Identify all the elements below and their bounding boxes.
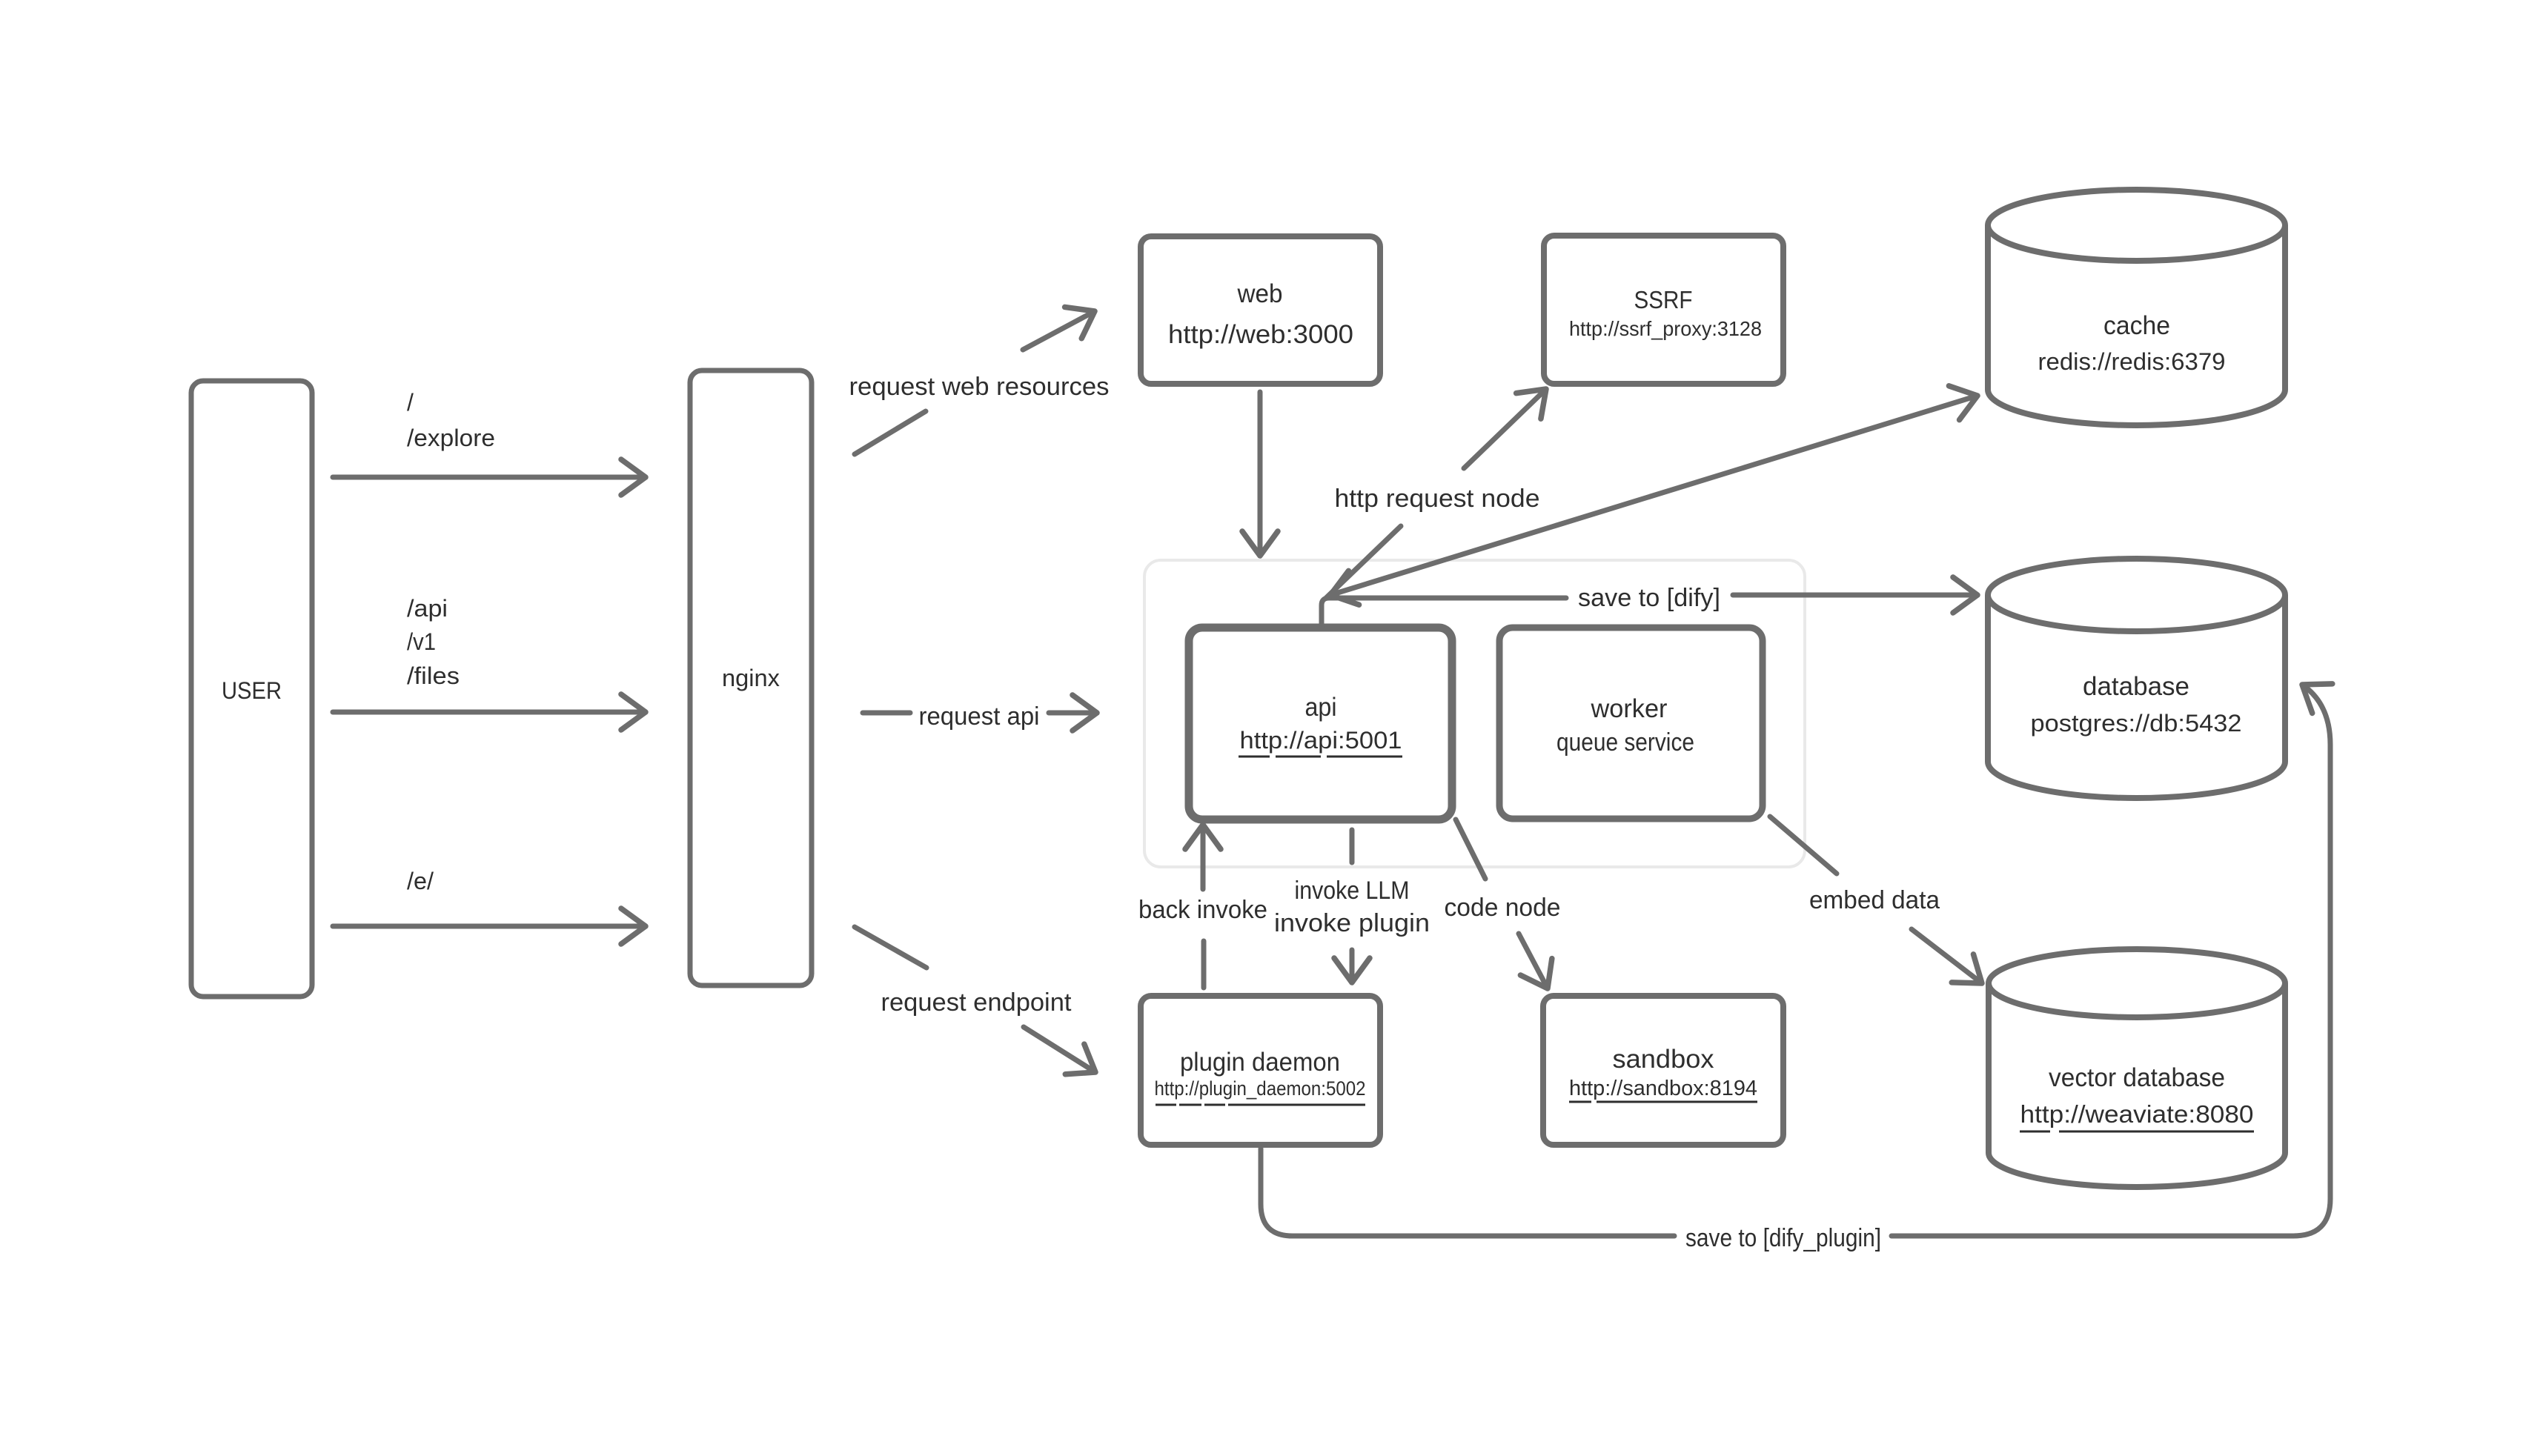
svg-text:/api: /api: [407, 595, 448, 622]
svg-text:request endpoint: request endpoint: [881, 988, 1072, 1017]
svg-text:http://ssrf_proxy:3128: http://ssrf_proxy:3128: [1569, 317, 1762, 340]
svg-text:queue service: queue service: [1556, 728, 1694, 757]
svg-text:postgres://db:5432: postgres://db:5432: [2031, 710, 2242, 737]
svg-text:request web resources: request web resources: [849, 373, 1110, 401]
svg-text:redis://redis:6379: redis://redis:6379: [2038, 348, 2226, 375]
svg-text:cache: cache: [2103, 311, 2170, 340]
svg-text:/v1: /v1: [407, 628, 436, 655]
svg-text:sandbox: sandbox: [1613, 1045, 1715, 1074]
svg-text:/explore: /explore: [407, 425, 495, 451]
svg-text:http://sandbox:8194: http://sandbox:8194: [1569, 1077, 1757, 1100]
svg-text:http request node: http request node: [1335, 485, 1540, 513]
svg-text:back invoke: back invoke: [1138, 896, 1267, 924]
svg-text:http://weaviate:8080: http://weaviate:8080: [2020, 1100, 2254, 1128]
svg-text:save to [dify_plugin]: save to [dify_plugin]: [1685, 1224, 1881, 1252]
svg-text:api: api: [1305, 693, 1337, 722]
svg-text:vector database: vector database: [2049, 1063, 2225, 1092]
svg-text:nginx: nginx: [722, 665, 780, 691]
svg-text:SSRF: SSRF: [1634, 286, 1693, 313]
svg-text:embed data: embed data: [1809, 886, 1940, 914]
svg-text:/: /: [407, 389, 414, 416]
svg-text:worker: worker: [1591, 694, 1668, 723]
svg-text:http://api:5001: http://api:5001: [1240, 727, 1402, 754]
svg-text:code node: code node: [1445, 894, 1561, 922]
svg-text:invoke plugin: invoke plugin: [1274, 909, 1430, 937]
svg-text:USER: USER: [222, 677, 282, 704]
svg-text:/e/: /e/: [407, 868, 434, 894]
svg-text:http://web:3000: http://web:3000: [1168, 320, 1353, 349]
svg-text:invoke LLM: invoke LLM: [1295, 877, 1410, 905]
svg-text:database: database: [2083, 672, 2189, 701]
svg-text:web: web: [1237, 279, 1283, 308]
svg-text:http://plugin_daemon:5002: http://plugin_daemon:5002: [1155, 1077, 1366, 1100]
svg-text:/files: /files: [407, 662, 460, 689]
svg-text:save to [dify]: save to [dify]: [1578, 584, 1720, 612]
svg-text:plugin daemon: plugin daemon: [1180, 1048, 1340, 1077]
svg-text:request api: request api: [919, 702, 1040, 731]
